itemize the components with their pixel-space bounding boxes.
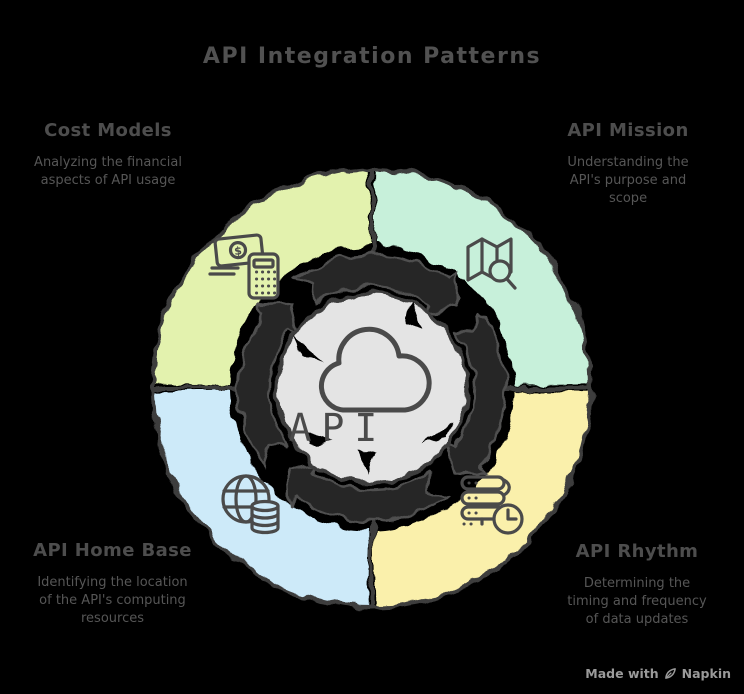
dollar-sign: $ xyxy=(234,244,243,258)
cycle-arrow-right xyxy=(445,310,507,474)
server-clock-icon xyxy=(460,475,524,535)
calculator-keys xyxy=(255,270,277,295)
center-api-label: API xyxy=(289,406,388,450)
quadrant-description: Identifying the location of the API's co… xyxy=(37,575,188,627)
label-api-home-base: API Home Base Identifying the location o… xyxy=(30,540,195,629)
center-circle xyxy=(275,291,469,485)
quadrant-heading: API Home Base xyxy=(33,540,192,561)
label-api-mission: API Mission Understanding the API's purp… xyxy=(550,120,706,209)
label-cost-models: Cost Models Analyzing the financial aspe… xyxy=(30,120,186,190)
cycle-arrow-top xyxy=(294,253,458,315)
napkin-credit-badge[interactable]: Made with Napkin xyxy=(585,666,731,681)
globe-database-icon xyxy=(221,474,280,535)
quadrant-heading: API Mission xyxy=(567,120,689,141)
quadrant-heading: Cost Models xyxy=(44,120,172,141)
quadrant-description: Analyzing the financial aspects of API u… xyxy=(34,155,182,189)
money-calculator-icon: $ xyxy=(208,233,280,300)
quadrant-api-mission-fill xyxy=(374,169,591,386)
quadrant-description: Understanding the API's purpose and scop… xyxy=(567,155,689,207)
napkin-pen-icon xyxy=(664,668,676,679)
clock-hands xyxy=(506,508,518,521)
page-title: API Integration Patterns xyxy=(202,44,542,69)
quadrant-description: Determining the timing and frequency of … xyxy=(567,576,707,628)
label-api-rhythm: API Rhythm Determining the timing and fr… xyxy=(562,541,712,630)
cloud-icon xyxy=(318,326,432,413)
quadrant-api-home-base-fill xyxy=(153,390,370,607)
magnifier-lens xyxy=(488,259,512,283)
credit-brand: Napkin xyxy=(681,666,731,681)
quadrant-dividers xyxy=(151,167,593,609)
quadrant-api-rhythm-fill xyxy=(374,390,591,607)
motion-lines xyxy=(208,266,240,276)
credit-text: Made with xyxy=(585,666,659,681)
cycle-arrows xyxy=(237,253,507,523)
center-circle-group xyxy=(275,291,469,485)
cycle-arrow-left xyxy=(237,302,299,466)
cycle-arrow-bottom xyxy=(286,461,450,523)
quadrant-heading: API Rhythm xyxy=(575,541,699,562)
map-search-icon xyxy=(466,237,517,290)
